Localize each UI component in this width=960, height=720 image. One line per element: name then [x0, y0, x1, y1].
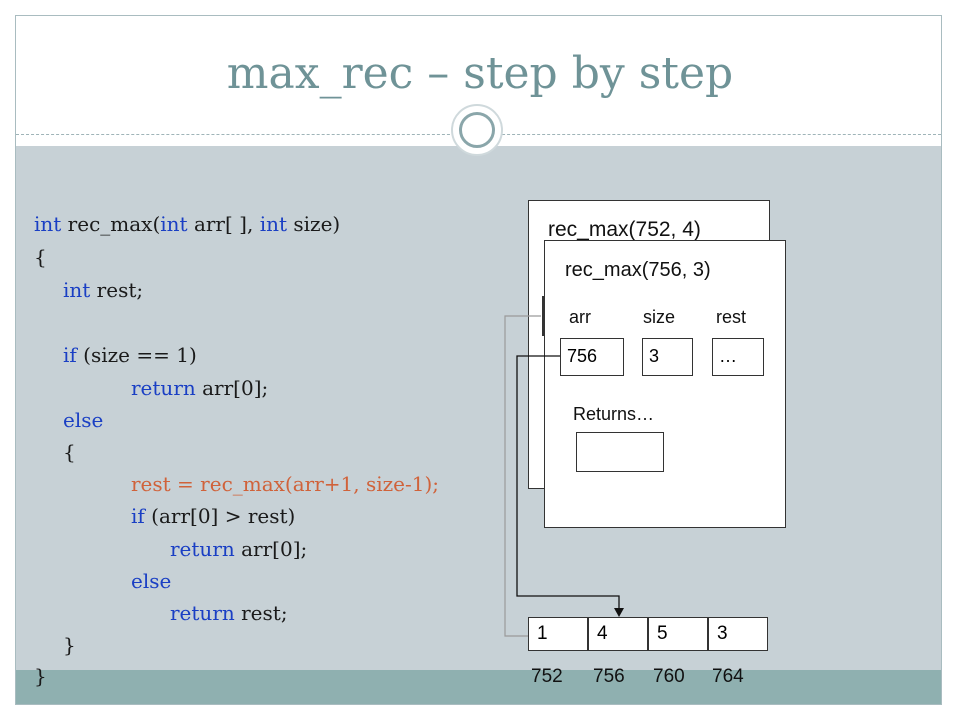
code-line-8: rest = rec_max(arr+1, size-1);: [131, 472, 440, 496]
keyword: int: [34, 212, 62, 236]
array-address: 752: [531, 666, 563, 687]
header-rest: rest: [716, 307, 747, 327]
code-line-2: {: [34, 245, 47, 269]
code-line-9: if (arr[0] > rest): [131, 504, 295, 528]
code-text: rest;: [90, 278, 144, 302]
keyword: else: [131, 569, 172, 593]
code-line-6: else: [63, 408, 103, 432]
code-line-11: else: [131, 569, 171, 593]
code-text: arr[0];: [195, 376, 269, 400]
code-text: arr[0];: [234, 537, 308, 561]
header-arr: arr: [569, 307, 591, 327]
rest-value-cell: …: [712, 338, 764, 376]
code-line-13: }: [63, 633, 76, 657]
inner-arr-pointer-line: [516, 355, 620, 609]
array-address: 764: [712, 666, 744, 687]
code-text: (arr[0] > rest): [144, 504, 296, 528]
bottom-band: [16, 670, 941, 704]
returns-label: Returns…: [573, 404, 655, 424]
keyword: return: [170, 601, 235, 625]
code-line-5: return arr[0];: [131, 376, 268, 400]
keyword: if: [131, 504, 145, 528]
keyword: int: [160, 212, 188, 236]
header-size: size: [643, 307, 676, 327]
keyword: if: [63, 343, 77, 367]
returns-value-cell: [576, 432, 664, 472]
keyword: else: [63, 408, 104, 432]
code-line-7: {: [63, 440, 76, 464]
inner-stack-frame: rec_max(756, 3) arr size rest Returns…: [544, 240, 786, 528]
pointer-arrowhead-icon: [614, 608, 624, 617]
code-text: rec_max(: [61, 212, 161, 236]
outer-frame-label: rec_max(752, 4): [548, 218, 701, 241]
array-cell: 3: [708, 617, 768, 651]
slide-title: max_rec – step by step: [226, 48, 734, 99]
outer-arr-pointer-line: [504, 315, 541, 637]
code-text: size): [287, 212, 341, 236]
code-text: (size == 1): [76, 343, 197, 367]
code-text: arr[ ],: [187, 212, 260, 236]
array-cell: 5: [648, 617, 708, 651]
keyword: return: [131, 376, 196, 400]
code-line-4: if (size == 1): [63, 343, 197, 367]
size-value-cell: 3: [642, 338, 693, 376]
inner-frame-label: rec_max(756, 3): [565, 259, 711, 281]
array-address: 760: [653, 666, 685, 687]
array-address: 756: [593, 666, 625, 687]
code-line-1: int rec_max(int arr[ ], int size): [34, 212, 340, 236]
code-line-3: int rest;: [63, 278, 143, 302]
content-area: [16, 146, 941, 670]
code-text: rest;: [234, 601, 288, 625]
code-line-14: }: [34, 664, 47, 688]
slide-frame: [15, 15, 942, 705]
ring-ornament-icon: [451, 104, 503, 156]
array-cell: 4: [588, 617, 648, 651]
code-line-12: return rest;: [170, 601, 288, 625]
array-cell: 1: [528, 617, 588, 651]
keyword: int: [63, 278, 91, 302]
keyword: int: [259, 212, 288, 236]
outer-frame-cell-edge: [542, 296, 544, 336]
arr-value-cell: 756: [560, 338, 624, 376]
keyword: return: [170, 537, 235, 561]
code-line-10: return arr[0];: [170, 537, 307, 561]
